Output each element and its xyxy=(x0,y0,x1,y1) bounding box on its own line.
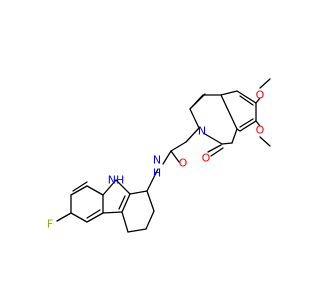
methoxy-o-label: O xyxy=(256,89,265,102)
ring-n-label: N xyxy=(198,125,206,138)
bond xyxy=(236,90,257,104)
bond xyxy=(239,120,257,132)
bond xyxy=(129,190,148,195)
bond xyxy=(255,97,261,104)
bond xyxy=(121,193,131,213)
molecule-canvas: NH N H O N O O O F xyxy=(46,78,271,233)
bond xyxy=(255,120,261,127)
bond xyxy=(185,127,200,143)
bond xyxy=(102,179,117,196)
bond xyxy=(220,90,238,96)
bond xyxy=(72,181,88,192)
methoxy-o-label: O xyxy=(256,124,265,137)
bond xyxy=(239,118,254,128)
bond xyxy=(170,150,180,163)
bonds xyxy=(56,78,271,233)
structure-diagram: NH N H O N O O O F xyxy=(47,78,271,233)
bond xyxy=(259,78,271,89)
amide-h-label: H xyxy=(153,167,161,180)
bond xyxy=(207,144,222,153)
bond xyxy=(236,128,241,132)
bond xyxy=(146,168,159,192)
bond xyxy=(70,185,88,196)
amide-o-label: O xyxy=(179,157,188,170)
bond xyxy=(86,212,104,223)
bond xyxy=(189,108,200,129)
bond xyxy=(204,133,223,145)
bond xyxy=(102,211,123,214)
bond xyxy=(221,142,233,145)
bond xyxy=(146,190,155,212)
bond xyxy=(145,210,155,230)
amide-n-label: N xyxy=(153,154,161,167)
bond xyxy=(127,228,147,233)
bond xyxy=(121,211,129,233)
bond xyxy=(210,147,224,157)
bond xyxy=(86,185,104,196)
ring-o-label: O xyxy=(202,152,211,165)
bond xyxy=(86,209,101,219)
atom-labels: NH N H O N O O O F xyxy=(47,89,265,231)
bond xyxy=(231,128,238,144)
bond xyxy=(259,136,271,147)
bond xyxy=(56,212,72,222)
bond xyxy=(118,195,126,210)
bond xyxy=(70,212,88,223)
fluorine-label: F xyxy=(47,218,53,231)
nh-label: NH xyxy=(108,174,125,187)
bond xyxy=(170,141,187,152)
bond xyxy=(115,179,131,195)
bond xyxy=(239,95,254,106)
bond xyxy=(162,150,172,165)
bond xyxy=(220,94,238,130)
bond xyxy=(192,93,206,107)
